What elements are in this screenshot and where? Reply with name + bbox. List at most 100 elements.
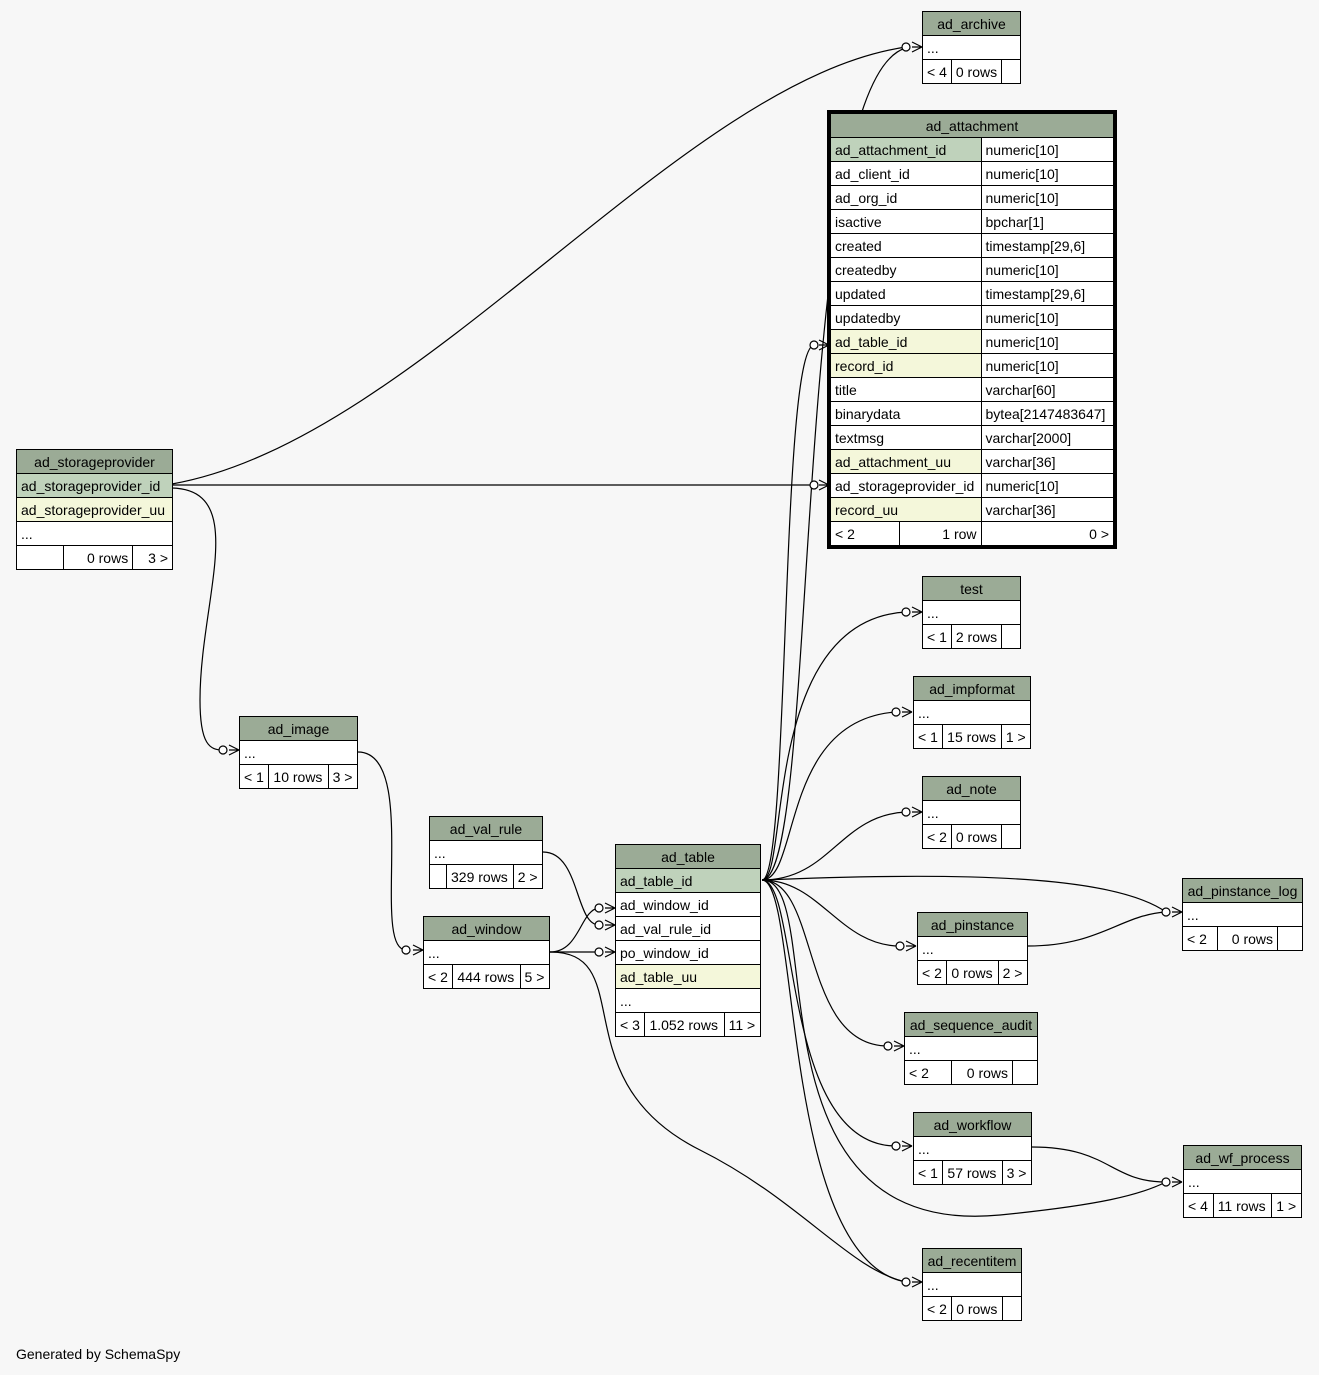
column-type: varchar[36]	[980, 449, 1115, 474]
edge-table-pinstance	[761, 879, 901, 947]
table-ad_attachment[interactable]: ad_attachment ad_attachment_id numeric[10…	[827, 110, 1117, 549]
children-count[interactable]	[1001, 624, 1021, 649]
children-count[interactable]	[1001, 824, 1021, 849]
table-ad_window[interactable]: ad_window ... < 2 444 rows 5 >	[422, 916, 551, 989]
columns-ellipsis: ...	[1183, 1169, 1302, 1194]
column-type: numeric[10]	[980, 257, 1115, 282]
parents-count[interactable]: < 3	[614, 1012, 646, 1037]
edge-storageprovider-image	[171, 487, 224, 751]
children-count[interactable]: 1 >	[1271, 1193, 1302, 1218]
edge-pinstance-pinstancelog	[1027, 911, 1167, 947]
table-ad_archive[interactable]: ad_archive ... < 4 0 rows	[922, 11, 1021, 84]
table-ad_pinstance_log[interactable]: ad_pinstance_log ... < 2 0 rows	[1182, 878, 1303, 951]
children-count[interactable]	[1277, 926, 1303, 951]
table-name[interactable]: ad_wf_process	[1183, 1145, 1302, 1170]
columns-ellipsis: ...	[913, 700, 1031, 725]
column-name: ad_client_id	[830, 161, 982, 186]
table-ad_pinstance[interactable]: ad_pinstance ... < 2 0 rows 2 >	[916, 912, 1029, 985]
parents-count[interactable]: < 1	[922, 624, 952, 649]
columns-ellipsis: ...	[423, 940, 550, 965]
row-count: 329 rows	[446, 864, 514, 889]
parents-count[interactable]: < 1	[912, 1160, 944, 1185]
table-name[interactable]: ad_table	[615, 844, 761, 869]
column-type: numeric[10]	[980, 353, 1115, 378]
table-ad_workflow[interactable]: ad_workflow ... < 1 57 rows 3 >	[912, 1112, 1033, 1185]
parents-count[interactable]	[429, 864, 447, 889]
parents-count[interactable]: < 2	[1182, 926, 1218, 951]
parents-count[interactable]	[16, 545, 64, 570]
table-name[interactable]: ad_attachment	[830, 113, 1114, 138]
parents-count[interactable]: < 4	[1183, 1193, 1214, 1218]
row-count: 11 rows	[1212, 1193, 1273, 1218]
columns-ellipsis: ...	[904, 1036, 1038, 1061]
column-name: ad_attachment_id	[830, 137, 982, 162]
table-name[interactable]: ad_pinstance_log	[1182, 878, 1303, 903]
edge-table-archive	[761, 47, 907, 881]
columns-ellipsis: ...	[239, 740, 358, 765]
row-count: 0 rows	[946, 960, 999, 985]
table-name[interactable]: ad_storageprovider	[16, 449, 173, 474]
table-name[interactable]: ad_image	[239, 716, 358, 741]
parents-count[interactable]: < 1	[238, 764, 270, 789]
columns-ellipsis: ...	[429, 840, 543, 865]
children-count[interactable]: 3 >	[327, 764, 359, 789]
children-count[interactable]	[1012, 1060, 1038, 1085]
row-count: 1 row	[899, 521, 982, 546]
column-name: ad_storageprovider_id	[16, 473, 173, 498]
children-count[interactable]	[1001, 59, 1021, 84]
parents-count[interactable]: < 2	[921, 1296, 953, 1321]
table-name[interactable]: ad_archive	[922, 11, 1021, 36]
table-name[interactable]: ad_pinstance	[917, 912, 1028, 937]
columns-ellipsis: ...	[922, 800, 1021, 825]
edge-table-note	[761, 811, 907, 881]
columns-ellipsis: ...	[922, 600, 1021, 625]
children-count[interactable]: 2 >	[997, 960, 1029, 985]
table-ad_recentitem[interactable]: ad_recentitem ... < 2 0 rows	[921, 1248, 1022, 1321]
columns-ellipsis: ...	[922, 1272, 1022, 1297]
parents-count[interactable]: < 2	[904, 1060, 952, 1085]
table-test[interactable]: test ... < 1 2 rows	[922, 576, 1021, 649]
children-count[interactable]: 0 >	[980, 521, 1115, 546]
children-count[interactable]	[1002, 1296, 1022, 1321]
children-count[interactable]: 2 >	[512, 864, 544, 889]
row-count: 2 rows	[950, 624, 1003, 649]
table-ad_sequence_audit[interactable]: ad_sequence_audit ... < 2 0 rows	[904, 1012, 1038, 1085]
parents-count[interactable]: < 2	[830, 521, 900, 546]
children-count[interactable]: 5 >	[519, 964, 551, 989]
row-count: 57 rows	[942, 1160, 1003, 1185]
table-ad_table[interactable]: ad_table ad_table_id ad_window_id ad_val…	[614, 844, 762, 1037]
parents-count[interactable]: < 1	[912, 724, 944, 749]
table-name[interactable]: ad_impformat	[913, 676, 1031, 701]
parents-count[interactable]: < 2	[422, 964, 454, 989]
column-name: createdby	[830, 257, 982, 282]
table-ad_impformat[interactable]: ad_impformat ... < 1 15 rows 1 >	[912, 676, 1032, 749]
table-name[interactable]: ad_workflow	[913, 1112, 1032, 1137]
row-count: 444 rows	[452, 964, 521, 989]
table-ad_wf_process[interactable]: ad_wf_process ... < 4 11 rows 1 >	[1183, 1145, 1302, 1218]
column-name: created	[830, 233, 982, 258]
parents-count[interactable]: < 4	[922, 59, 952, 84]
column-type: varchar[60]	[980, 377, 1115, 402]
children-count[interactable]: 11 >	[723, 1012, 762, 1037]
table-ad_note[interactable]: ad_note ... < 2 0 rows	[922, 776, 1021, 849]
table-name[interactable]: ad_val_rule	[429, 816, 543, 841]
columns-ellipsis: ...	[913, 1136, 1032, 1161]
children-count[interactable]: 3 >	[1001, 1160, 1033, 1185]
row-count: 0 rows	[951, 1296, 1003, 1321]
table-name[interactable]: ad_window	[423, 916, 550, 941]
table-name[interactable]: test	[922, 576, 1021, 601]
table-ad_storageprovider[interactable]: ad_storageprovider ad_storageprovider_id…	[16, 449, 173, 570]
parents-count[interactable]: < 2	[916, 960, 948, 985]
table-name[interactable]: ad_note	[922, 776, 1021, 801]
table-name[interactable]: ad_sequence_audit	[904, 1012, 1038, 1037]
edge-table-wfprocess	[761, 879, 1167, 1217]
children-count[interactable]: 1 >	[1000, 724, 1032, 749]
table-ad_val_rule[interactable]: ad_val_rule ... 329 rows 2 >	[429, 816, 544, 889]
table-name[interactable]: ad_recentitem	[922, 1248, 1022, 1273]
children-count[interactable]: 3 >	[132, 545, 173, 570]
table-ad_image[interactable]: ad_image ... < 1 10 rows 3 >	[238, 716, 359, 789]
parents-count[interactable]: < 2	[922, 824, 952, 849]
column-name: po_window_id	[615, 940, 761, 965]
column-name: ad_table_id	[615, 868, 761, 893]
column-name: record_id	[830, 353, 982, 378]
